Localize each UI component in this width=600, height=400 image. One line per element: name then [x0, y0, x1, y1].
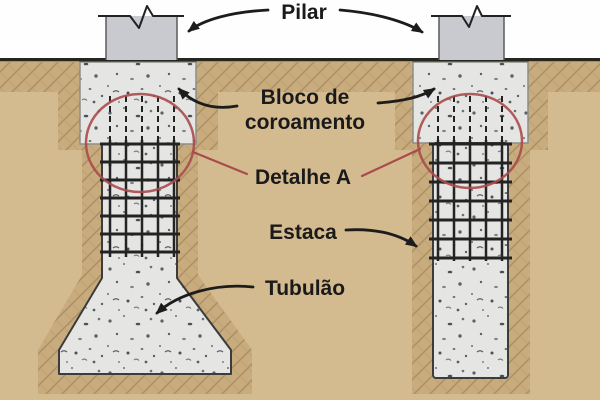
- detalhe-label: Detalhe A: [255, 166, 351, 189]
- tubulao-arrow: [155, 284, 255, 315]
- left-rebar-stirrups: [100, 142, 180, 254]
- ground-line: [0, 58, 600, 62]
- right-rebar-stirrups: [429, 142, 512, 260]
- pillar-left-edges: [105, 16, 178, 60]
- right-rebar-dowels: [437, 96, 503, 140]
- pillar-right-body: [439, 16, 504, 60]
- estaca-label: Estaca: [269, 221, 337, 244]
- detalhe-leader-right: [360, 147, 422, 178]
- bloco-label-line2: coroamento: [245, 111, 365, 134]
- pillar-right-break-symbol: [431, 5, 511, 28]
- right-rebar-cage: [429, 96, 512, 261]
- bloco-label-line1: Bloco de: [261, 86, 350, 109]
- pillar-right: [431, 5, 511, 60]
- left-rebar-dowels: [109, 96, 175, 140]
- bloco-arrow-left: [177, 87, 239, 109]
- tubulao-label: Tubulão: [265, 277, 345, 300]
- left-pile-cap: [79, 61, 197, 145]
- pilar-arrow-right: [338, 8, 424, 34]
- detail-circle-left: [84, 92, 196, 194]
- left-rebar-cage: [100, 96, 180, 257]
- annotation-arrows: [155, 8, 436, 315]
- pilar-arrow-left: [187, 8, 270, 33]
- pillar-left-break-symbol: [98, 5, 184, 29]
- tubulao-body: [58, 143, 232, 375]
- detail-circle-right: [416, 92, 524, 190]
- pilar-label: Pilar: [281, 1, 327, 24]
- estaca-arrow: [344, 228, 418, 248]
- pillar-right-edges: [438, 16, 505, 60]
- pillar-left: [98, 5, 184, 60]
- detalhe-leader-left: [191, 150, 249, 176]
- bloco-arrow-right: [376, 87, 436, 105]
